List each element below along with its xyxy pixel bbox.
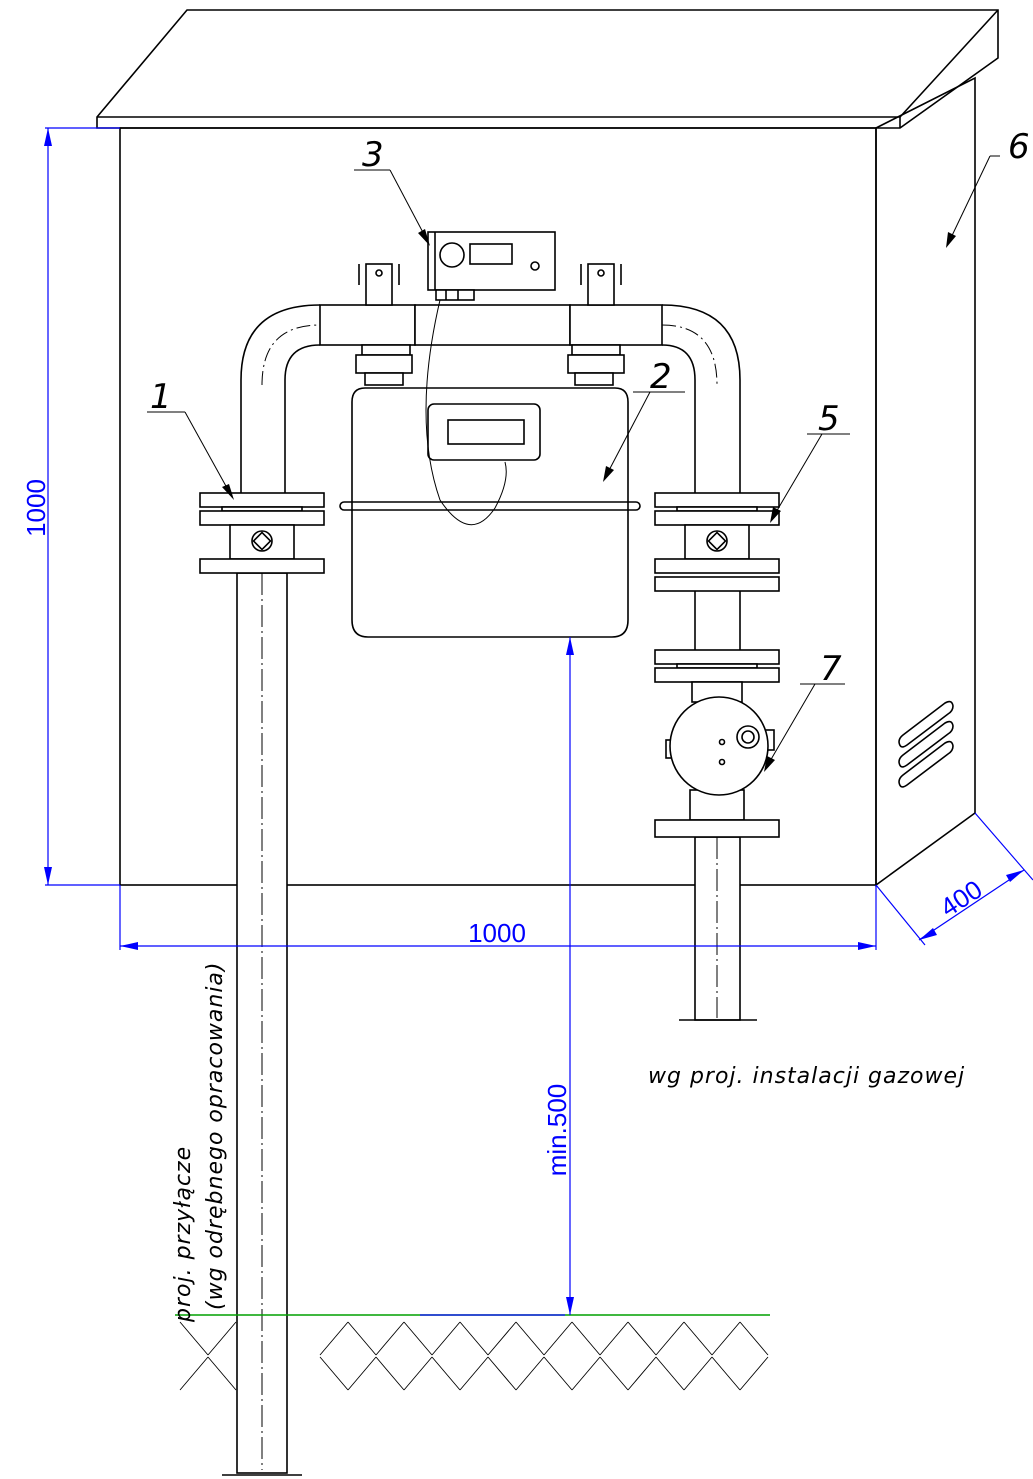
width-dimension-label: 1000: [468, 918, 526, 948]
dimension-lines: [44, 127, 1033, 1315]
header-pipe: [319, 263, 663, 386]
outlet-valve: [654, 492, 780, 592]
data-logger: [425, 231, 556, 525]
soil-hatch: [179, 1321, 769, 1391]
inlet-pipe: [222, 304, 321, 1476]
height-dimension-label: 1000: [21, 479, 51, 537]
installation-note: wg proj. instalacji gazowej: [648, 1064, 965, 1089]
cabinet-side: [875, 76, 976, 887]
cabinet: [96, 9, 999, 887]
callout-6: 6: [1008, 127, 1030, 167]
callout-leaders: [147, 155, 1000, 772]
callout-7: 7: [820, 649, 842, 689]
outlet-pipe: [661, 304, 757, 1021]
callout-2: 2: [650, 357, 672, 397]
cabinet-roof: [96, 9, 999, 129]
callout-5: 5: [818, 399, 840, 439]
vent-louvres: [898, 700, 954, 788]
service-line-note-1: proj. przyłącze: [171, 1146, 196, 1323]
callout-1: 1: [150, 377, 172, 417]
service-line-note-2: (wg odrębnego opracowania): [203, 961, 228, 1310]
callout-3: 3: [362, 135, 384, 175]
gas-filter: [654, 649, 780, 838]
gas-meter: [339, 387, 641, 638]
depth-dimension-label: 400: [935, 874, 988, 923]
clearance-dimension-label: min.500: [542, 1084, 572, 1177]
ground: [175, 1314, 770, 1391]
inlet-valve: [199, 492, 325, 574]
